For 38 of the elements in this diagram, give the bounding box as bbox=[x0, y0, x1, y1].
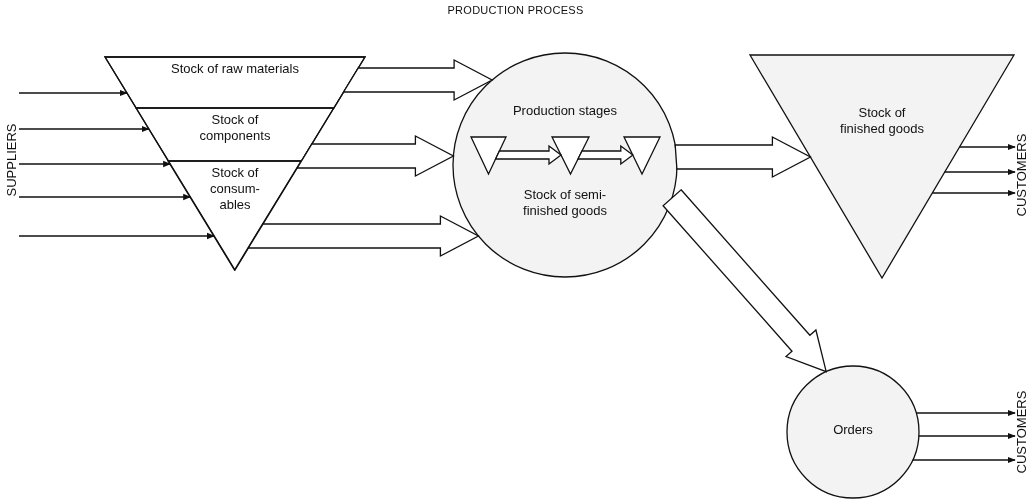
stock-label: Stock of components bbox=[198, 112, 272, 144]
stock-band bbox=[136, 108, 334, 161]
stock-label: Stock of raw materials bbox=[170, 61, 300, 77]
block-arrow bbox=[674, 135, 812, 179]
side-label: CUSTOMERS bbox=[1015, 133, 1029, 217]
stock-label: Stock of consum- ables bbox=[209, 165, 261, 213]
circle-label: Stock of semi-finished goods bbox=[522, 187, 608, 219]
block-arrow bbox=[296, 134, 455, 178]
arrow bbox=[18, 89, 128, 97]
arrow bbox=[915, 409, 1016, 417]
block-arrow bbox=[247, 214, 480, 258]
side-label: CUSTOMERS bbox=[1015, 390, 1029, 474]
side-label: SUPPLIERS bbox=[5, 123, 19, 197]
circle-heading: Production stages bbox=[511, 103, 619, 119]
arrow bbox=[944, 168, 1016, 176]
block-arrow bbox=[342, 58, 494, 102]
orders-circle bbox=[787, 366, 919, 498]
block-arrow bbox=[576, 144, 634, 166]
stage-triangle bbox=[624, 137, 660, 174]
stage-triangle bbox=[552, 137, 589, 174]
diagram-title: PRODUCTION PROCESS bbox=[447, 4, 584, 16]
stock-band bbox=[105, 57, 365, 108]
process-circle bbox=[453, 53, 677, 277]
arrow bbox=[931, 189, 1016, 197]
block-arrow bbox=[662, 188, 828, 373]
stock-label: Stock of finished goods bbox=[839, 105, 925, 137]
stock-band bbox=[168, 161, 302, 270]
arrow bbox=[18, 160, 172, 168]
circle-label: Orders bbox=[832, 422, 874, 438]
arrow bbox=[18, 232, 215, 240]
arrow bbox=[918, 432, 1016, 440]
arrow bbox=[18, 193, 192, 201]
stage-triangle bbox=[471, 137, 506, 174]
arrow bbox=[18, 125, 150, 133]
block-arrow bbox=[494, 144, 563, 166]
stock-triangle bbox=[750, 55, 1014, 278]
arrow bbox=[958, 143, 1016, 151]
arrow bbox=[912, 456, 1016, 464]
